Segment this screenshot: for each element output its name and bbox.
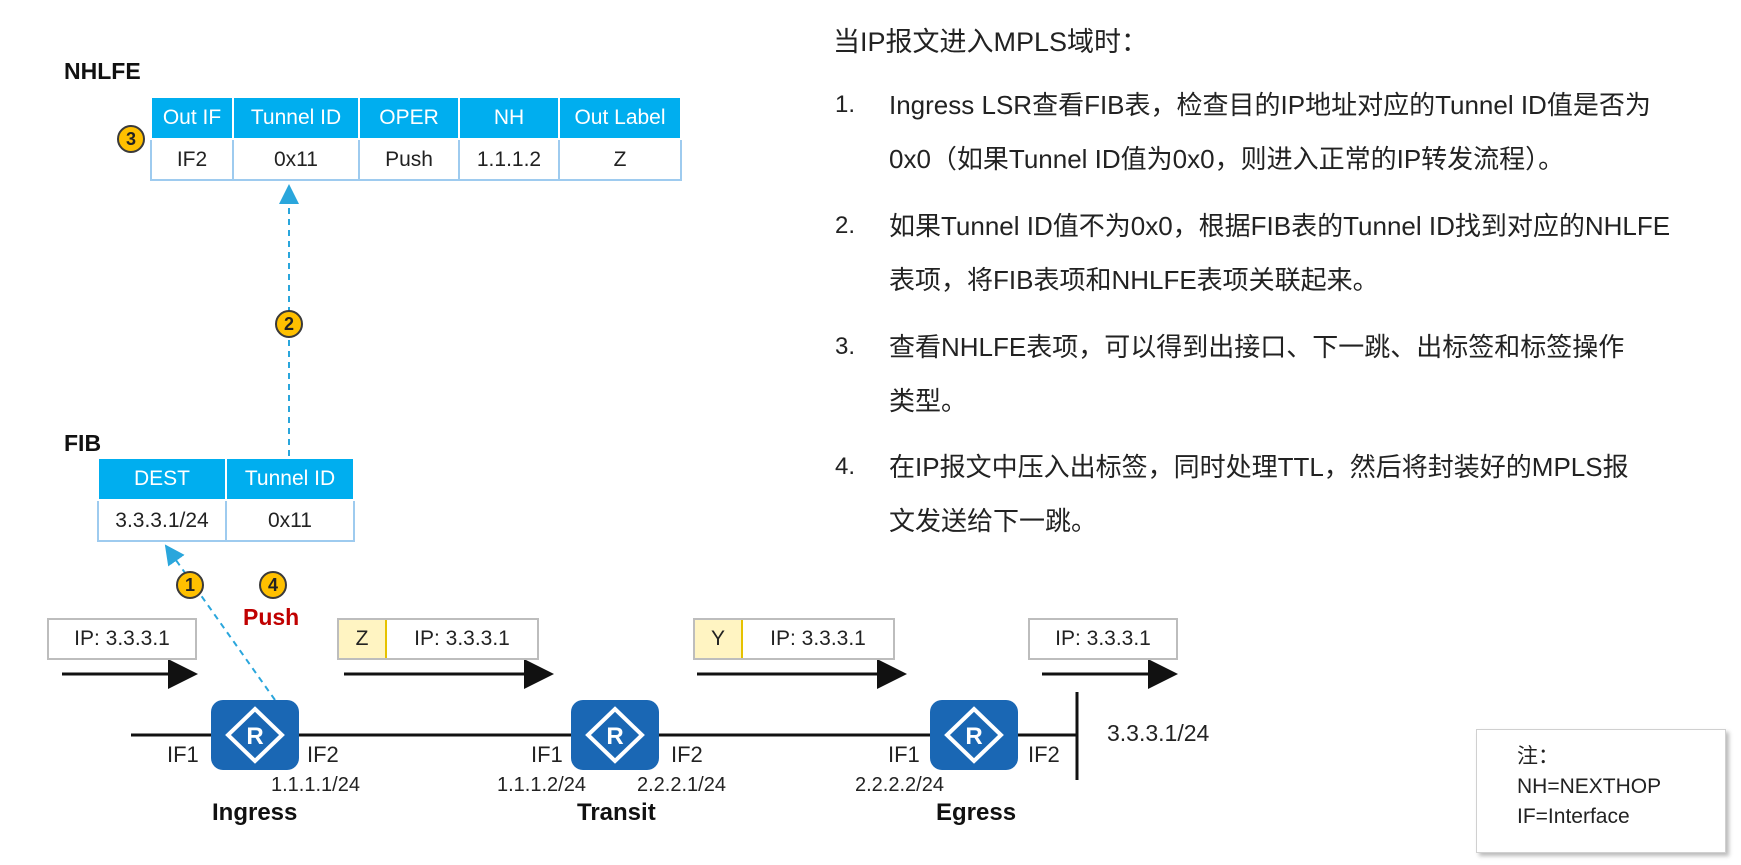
transit-if1-address: 1.1.1.2/24 xyxy=(497,774,586,796)
packet-2-label: Z xyxy=(339,620,387,658)
router-egress-name: Egress xyxy=(936,799,1017,826)
dest-network-label: 3.3.3.1/24 xyxy=(1107,720,1210,746)
packet-2-ip: IP: 3.3.3.1 xyxy=(414,627,510,650)
note-title: 注： xyxy=(1517,745,1559,768)
description-intro: 当IP报文进入MPLS域时： xyxy=(833,27,1149,57)
nhlfe-header-oper: OPER xyxy=(358,96,460,140)
fib-cell-dest: 3.3.3.1/24 xyxy=(97,499,227,542)
fib-table: DEST Tunnel ID 3.3.3.1/24 0x11 xyxy=(97,457,355,542)
ingress-if2-address: 1.1.1.1/24 xyxy=(271,774,360,796)
note-line-2: IF=Interface xyxy=(1517,805,1630,828)
nhlfe-header-out-label: Out Label xyxy=(558,96,682,140)
step-4-badge: 4 xyxy=(259,571,287,599)
item-1-number: 1. xyxy=(835,91,856,118)
item-3-line-1: 查看NHLFE表项，可以得到出接口、下一跳、出标签和标签操作 xyxy=(889,332,1625,362)
packet-4-ip: IP: 3.3.3.1 xyxy=(1055,627,1151,650)
router-ingress-name: Ingress xyxy=(212,799,298,826)
packet-3: Y IP: 3.3.3.1 xyxy=(693,618,895,660)
nhlfe-title: NHLFE xyxy=(64,58,141,84)
packet-1: IP: 3.3.3.1 xyxy=(47,618,197,660)
router-egress-letter: R xyxy=(965,723,982,750)
push-label: Push xyxy=(243,604,300,630)
item-2-line-2: 表项，将FIB表项和NHLFE表项关联起来。 xyxy=(889,265,1379,295)
item-4-line-1: 在IP报文中压入出标签，同时处理TTL，然后将封装好的MPLS报 xyxy=(889,452,1629,482)
packet-2: Z IP: 3.3.3.1 xyxy=(337,618,539,660)
item-4-number: 4. xyxy=(835,453,856,480)
egress-if2: IF2 xyxy=(1028,742,1060,767)
transit-if2: IF2 xyxy=(671,742,703,767)
nhlfe-cell-out-label: Z xyxy=(558,138,682,181)
item-3-number: 3. xyxy=(835,333,856,360)
note-box: 注： NH=NEXTHOP IF=Interface xyxy=(1476,729,1726,853)
fib-cell-tunnel-id: 0x11 xyxy=(225,499,355,542)
router-egress-icon: R xyxy=(930,700,1018,770)
egress-if1: IF1 xyxy=(888,742,920,767)
nhlfe-cell-tunnel-id: 0x11 xyxy=(232,138,360,181)
nhlfe-header-tunnel-id: Tunnel ID xyxy=(232,96,360,140)
packet-3-ip: IP: 3.3.3.1 xyxy=(770,627,866,650)
nhlfe-cell-out-if: IF2 xyxy=(150,138,234,181)
nhlfe-table: Out IF Tunnel ID OPER NH Out Label IF2 0… xyxy=(150,96,682,181)
packet-1-ip: IP: 3.3.3.1 xyxy=(74,627,170,650)
router-transit-name: Transit xyxy=(577,799,656,826)
router-ingress-icon: R xyxy=(211,700,299,770)
transit-if2-address: 2.2.2.1/24 xyxy=(637,774,726,796)
item-4-line-2: 文发送给下一跳。 xyxy=(889,506,1098,536)
router-ingress-letter: R xyxy=(246,723,263,750)
note-line-1: NH=NEXTHOP xyxy=(1517,775,1662,798)
nhlfe-header-nh: NH xyxy=(458,96,560,140)
transit-if1: IF1 xyxy=(531,742,563,767)
item-2-line-1: 如果Tunnel ID值不为0x0，根据FIB表的Tunnel ID找到对应的N… xyxy=(889,211,1671,241)
ingress-if2: IF2 xyxy=(307,742,339,767)
fib-title: FIB xyxy=(64,430,102,456)
item-1-line-2: 0x0（如果Tunnel ID值为0x0，则进入正常的IP转发流程）。 xyxy=(889,144,1565,174)
nhlfe-cell-nh: 1.1.1.2 xyxy=(458,138,560,181)
packet-4: IP: 3.3.3.1 xyxy=(1028,618,1178,660)
fib-header-dest: DEST xyxy=(97,457,227,501)
egress-if1-address: 2.2.2.2/24 xyxy=(855,774,944,796)
packet-3-label: Y xyxy=(695,620,743,658)
step-1-badge: 1 xyxy=(176,571,204,599)
nhlfe-cell-oper: Push xyxy=(358,138,460,181)
step-3-badge: 3 xyxy=(117,125,145,153)
fib-header-tunnel-id: Tunnel ID xyxy=(225,457,355,501)
step-2-badge: 2 xyxy=(275,310,303,338)
item-3-line-2: 类型。 xyxy=(889,386,968,416)
nhlfe-header-out-if: Out IF xyxy=(150,96,234,140)
ingress-if1: IF1 xyxy=(167,742,199,767)
item-2-number: 2. xyxy=(835,212,856,239)
item-1-line-1: Ingress LSR查看FIB表，检查目的IP地址对应的Tunnel ID值是… xyxy=(889,90,1651,120)
router-transit-icon: R xyxy=(571,700,659,770)
router-transit-letter: R xyxy=(606,723,623,750)
